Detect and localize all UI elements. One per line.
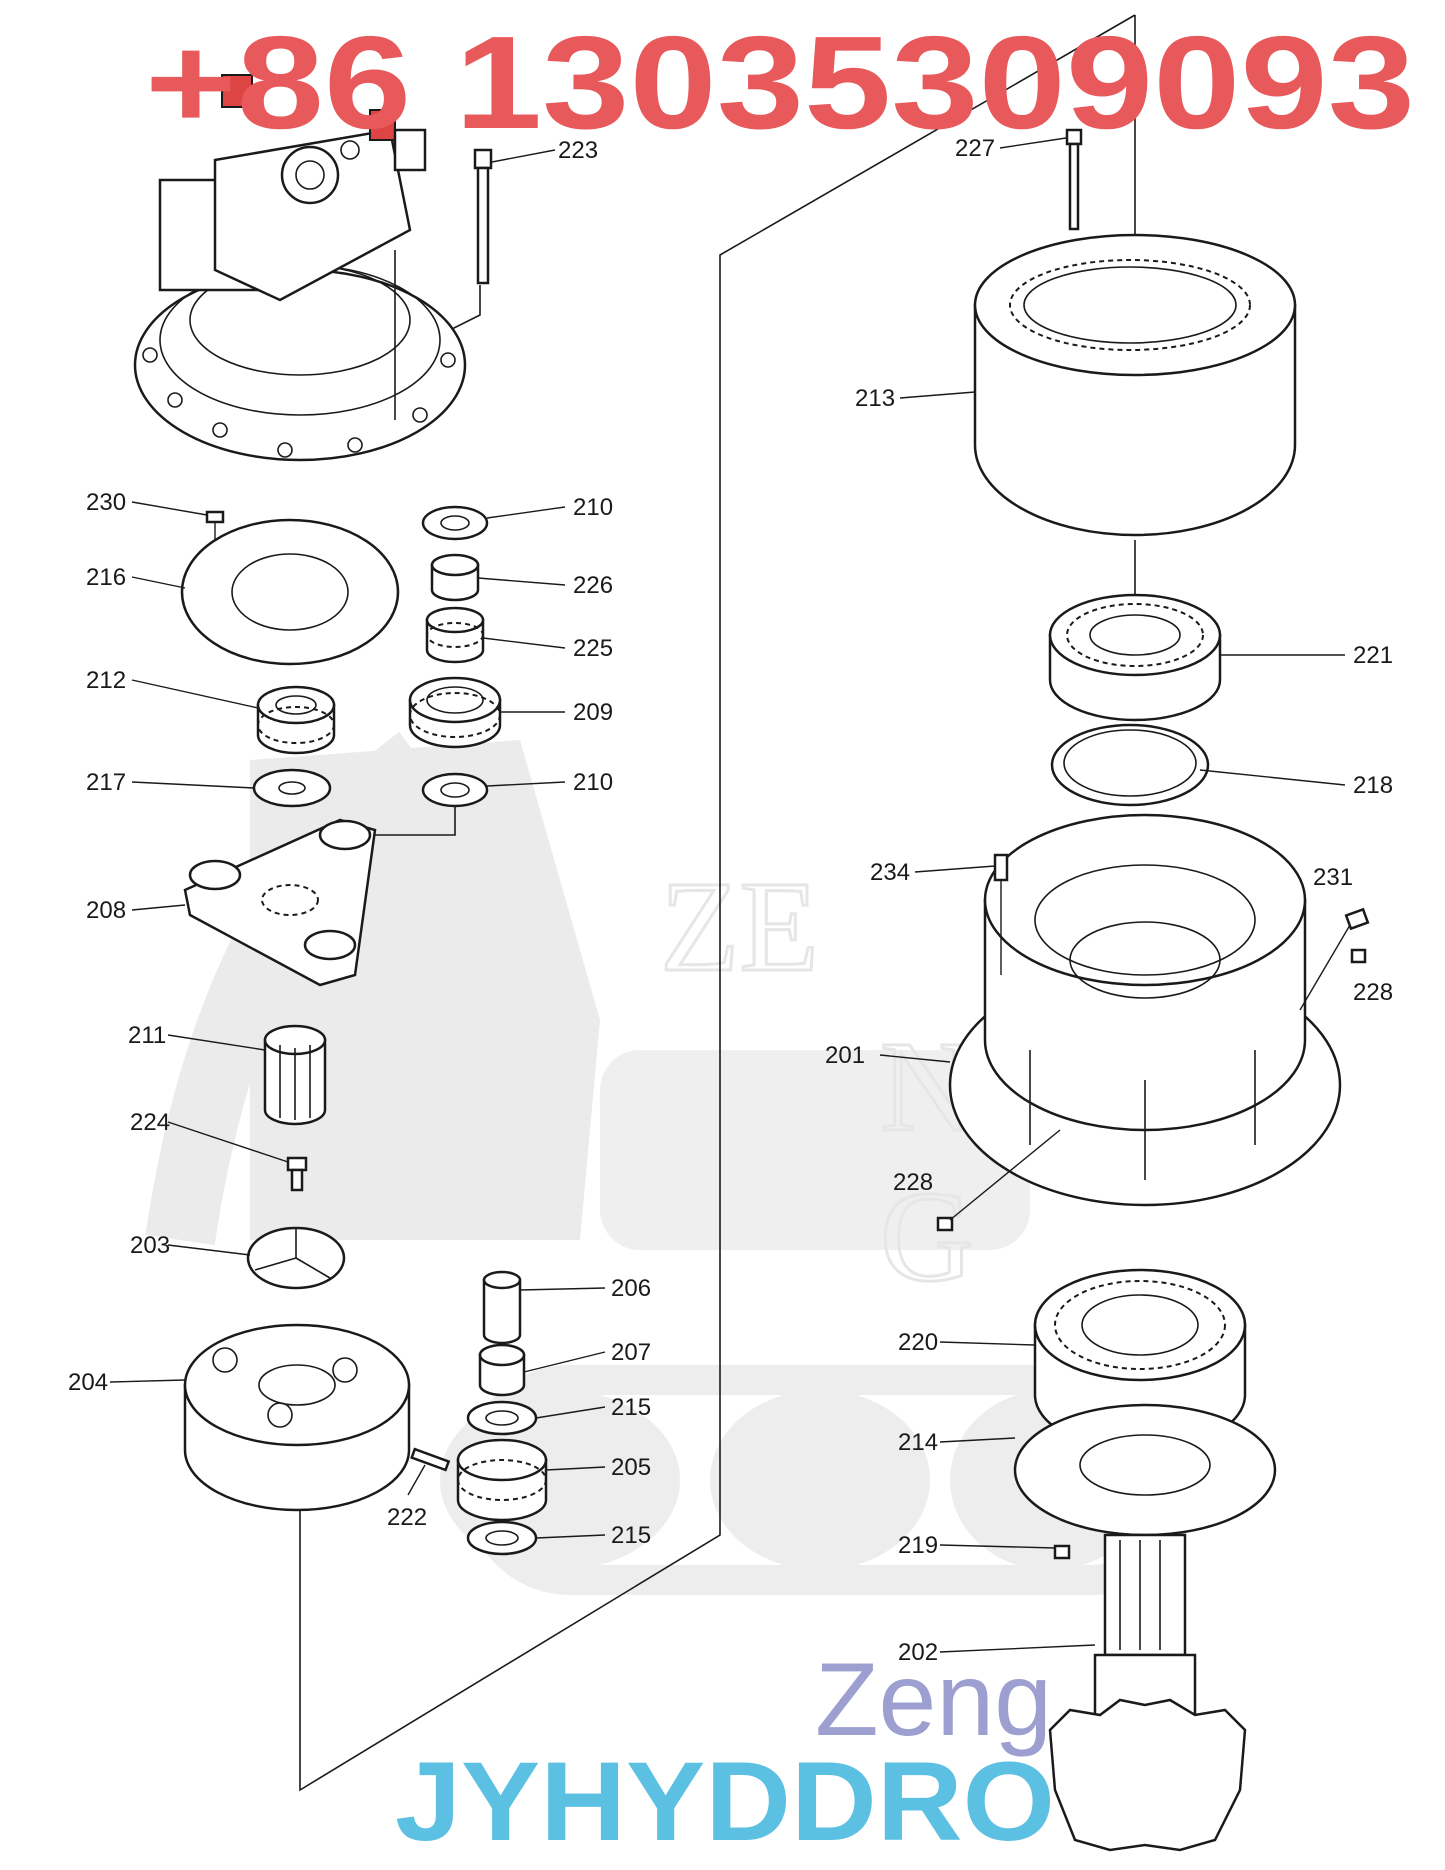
needle-bearing-225 <box>425 606 485 664</box>
pin-234 <box>993 853 1009 975</box>
thrust-plate-216 <box>180 518 400 666</box>
planet-gear-205 <box>456 1438 548 1522</box>
part-number-labels: 223 227 213 230 210 216 226 225 212 209 … <box>68 135 1393 1666</box>
thrust-washer-215-upper <box>466 1400 538 1436</box>
label-220: 220 <box>898 1329 938 1356</box>
label-225: 225 <box>573 635 613 662</box>
thrust-washer-210-upper <box>421 505 489 541</box>
sun-gear-211 <box>263 1024 327 1126</box>
label-203: 203 <box>130 1232 170 1259</box>
label-228-lower: 228 <box>893 1169 933 1196</box>
housing-201 <box>948 813 1342 1207</box>
bolt-219 <box>1053 1544 1071 1560</box>
label-221: 221 <box>1353 642 1393 669</box>
label-212: 212 <box>86 667 126 694</box>
label-211: 211 <box>128 1022 166 1049</box>
label-215-lower: 215 <box>611 1522 651 1549</box>
bolt-227 <box>1065 128 1083 231</box>
leader-lines <box>109 137 1346 1653</box>
label-224: 224 <box>130 1109 170 1136</box>
plate-214 <box>1013 1403 1277 1537</box>
plug-231 <box>1299 907 1370 1011</box>
label-217: 217 <box>86 769 126 796</box>
plug-228-lower <box>936 1129 1061 1232</box>
thrust-washer-215-lower <box>466 1520 538 1556</box>
thrust-washer-210-lower <box>421 772 489 808</box>
label-230: 230 <box>86 489 126 516</box>
brand-watermark-bottom: JYHYDDRO <box>395 1739 1055 1864</box>
pinion-shaft-202 <box>1048 1533 1247 1852</box>
label-205: 205 <box>611 1454 651 1481</box>
label-209: 209 <box>573 699 613 726</box>
label-213: 213 <box>855 385 895 412</box>
plug-228-upper <box>1350 948 1367 964</box>
seal-ring-218 <box>1050 723 1210 807</box>
bolt-223 <box>473 148 493 285</box>
bushing-226 <box>430 553 480 602</box>
label-231: 231 <box>1313 864 1353 891</box>
label-226: 226 <box>573 572 613 599</box>
carrier-208 <box>183 818 377 987</box>
label-222: 222 <box>387 1504 427 1531</box>
watermark-letter-g: G <box>880 1165 974 1309</box>
label-218: 218 <box>1353 772 1393 799</box>
label-201: 201 <box>825 1042 865 1069</box>
label-215-upper: 215 <box>611 1394 651 1421</box>
label-202: 202 <box>898 1639 938 1666</box>
brand-watermark-top: Zeng <box>815 1642 1052 1758</box>
label-219: 219 <box>898 1532 938 1559</box>
planet-gear-209 <box>408 676 502 749</box>
phone-watermark: +86 13035309093 <box>145 9 1415 156</box>
bearing-221 <box>1048 593 1222 722</box>
sun-gear-212 <box>256 685 336 755</box>
label-210-lower: 210 <box>573 769 613 796</box>
label-207: 207 <box>611 1339 651 1366</box>
label-214: 214 <box>898 1429 938 1456</box>
carrier-204 <box>183 1323 411 1512</box>
watermark-letters-ze: ZE <box>660 855 819 999</box>
label-216: 216 <box>86 564 126 591</box>
washer-217 <box>252 768 332 808</box>
label-223: 223 <box>558 137 598 164</box>
label-234: 234 <box>870 859 910 886</box>
label-208: 208 <box>86 897 126 924</box>
label-204: 204 <box>68 1369 108 1396</box>
label-210-upper: 210 <box>573 494 613 521</box>
swing-motor-assembly <box>133 74 467 462</box>
bushing-207 <box>478 1343 526 1397</box>
pin-222 <box>410 1447 451 1472</box>
shaft-206 <box>482 1270 522 1345</box>
label-206: 206 <box>611 1275 651 1302</box>
label-228-upper: 228 <box>1353 979 1393 1006</box>
thrust-plate-203 <box>246 1226 346 1290</box>
ring-gear-213 <box>973 233 1297 537</box>
label-227: 227 <box>955 135 995 162</box>
bolt-224 <box>286 1156 308 1192</box>
